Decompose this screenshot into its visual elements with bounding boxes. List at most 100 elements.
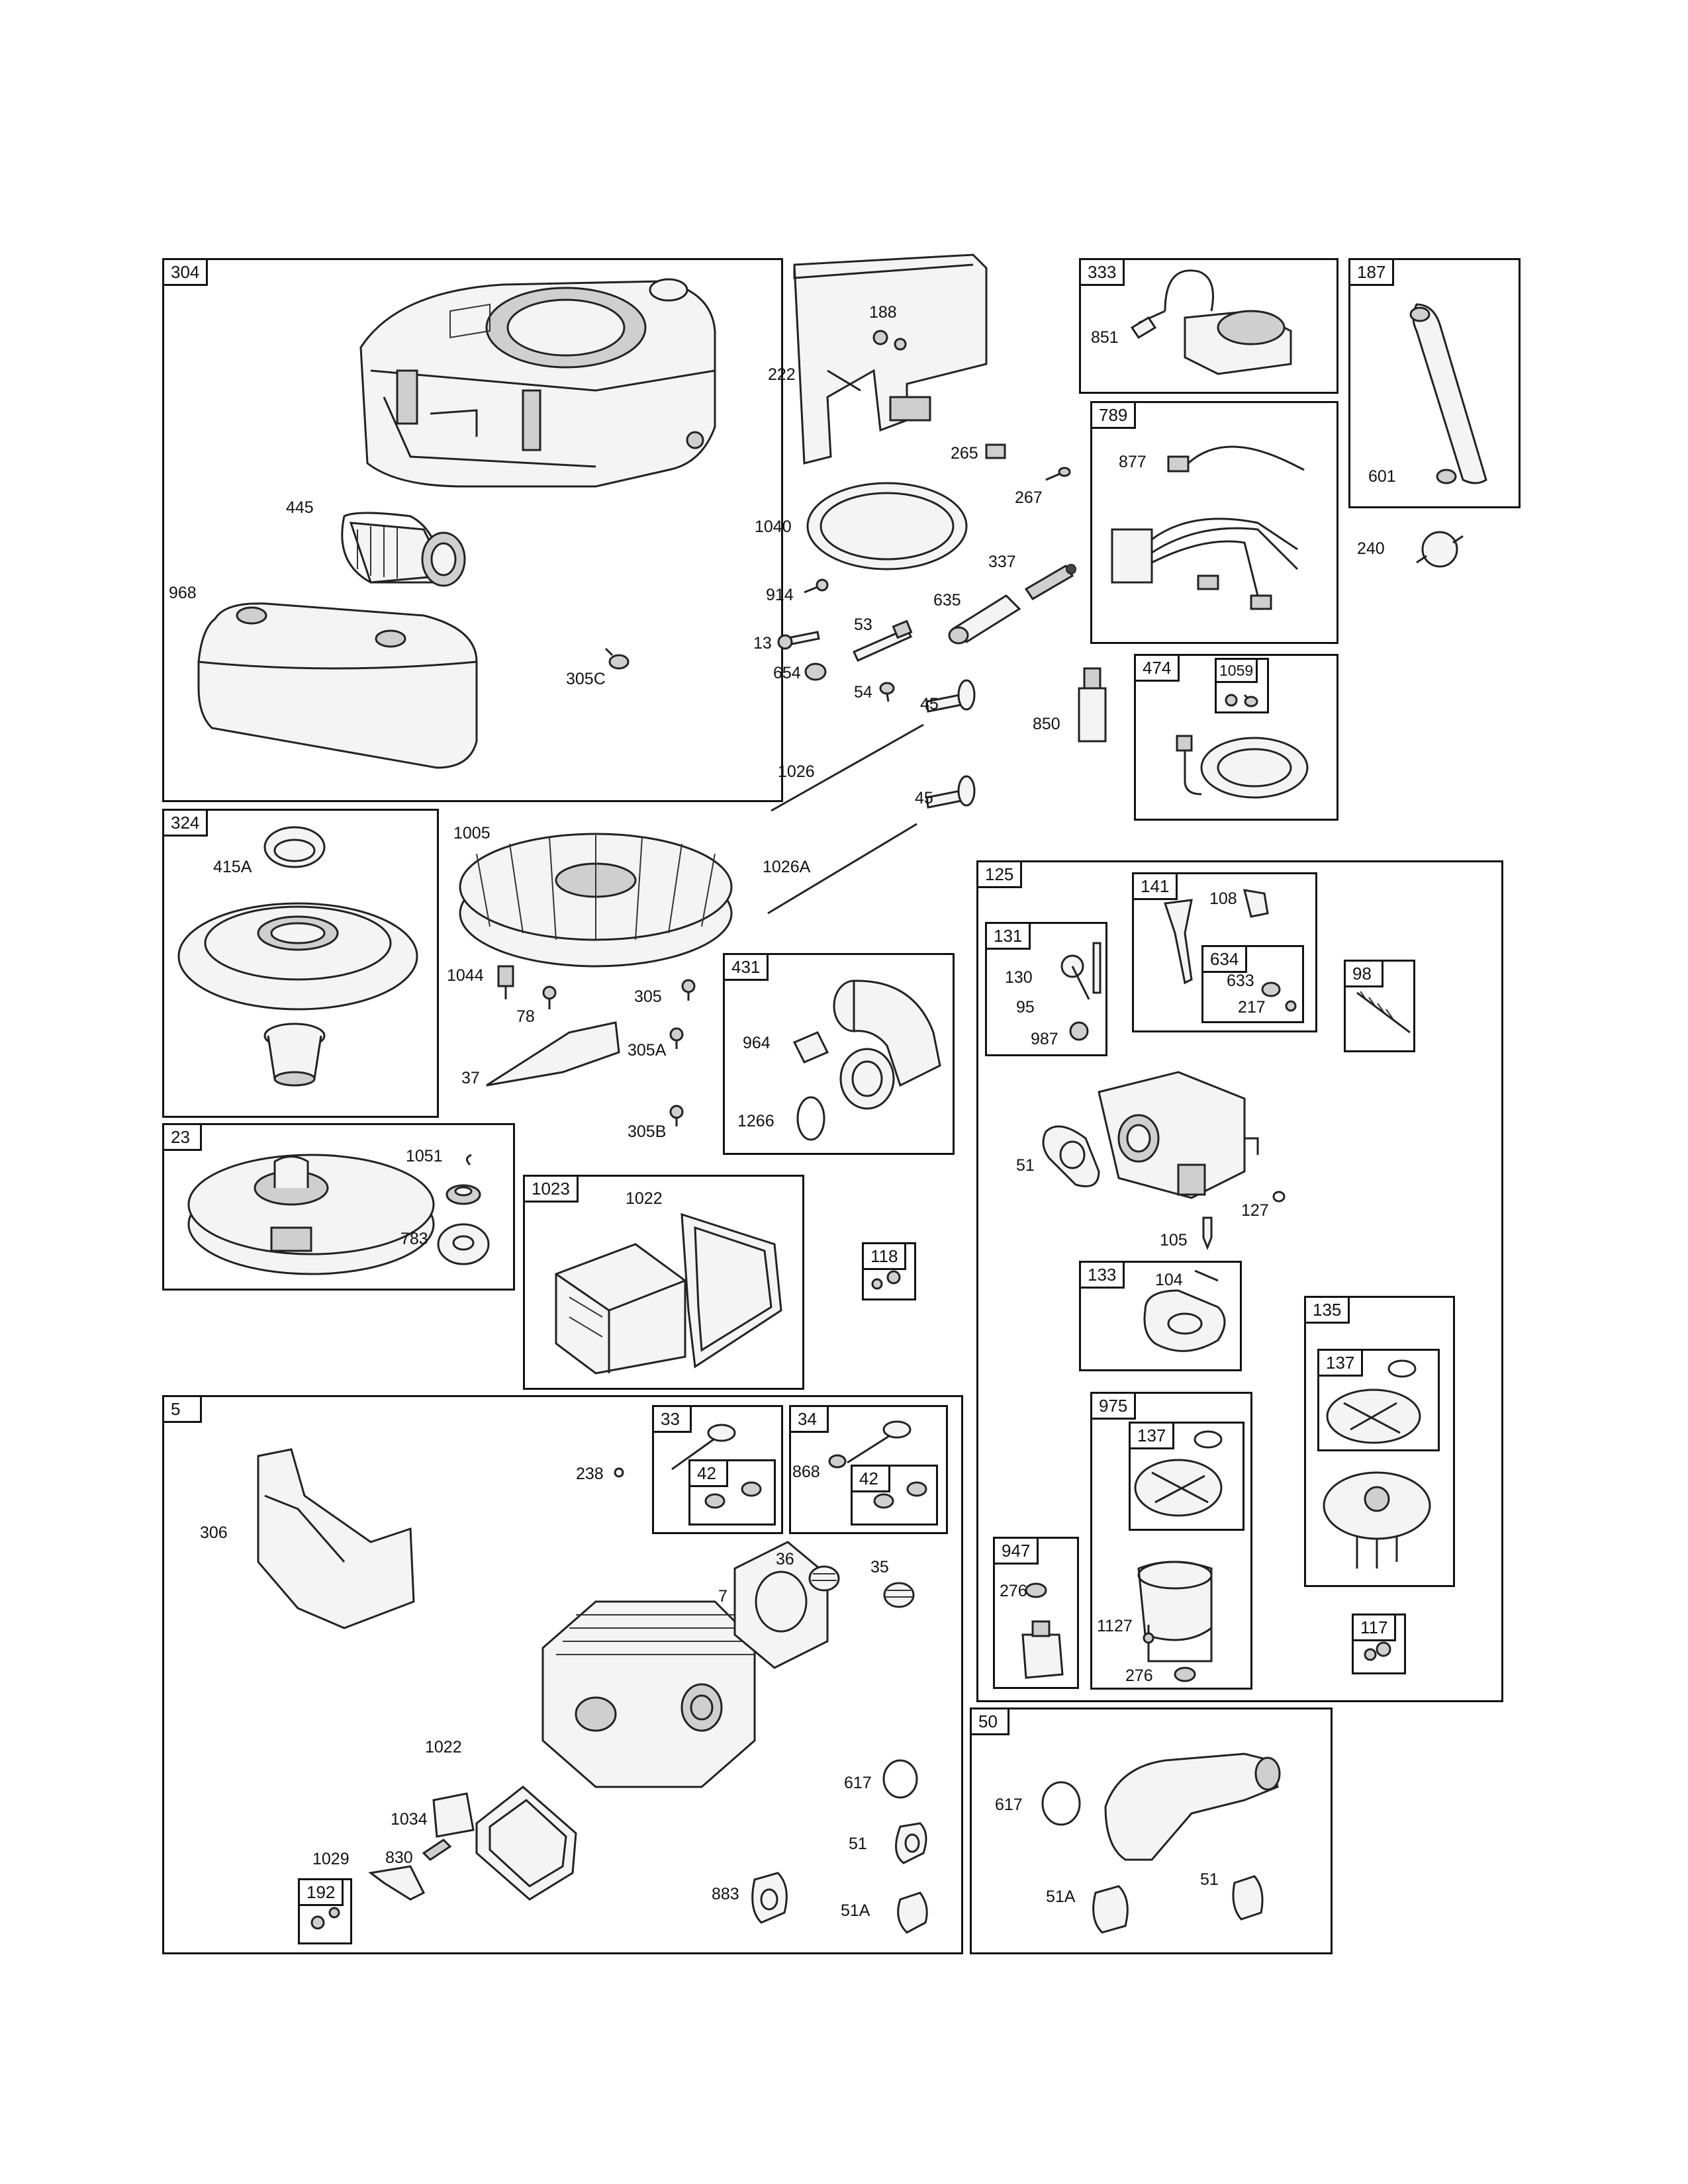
group-box-98: 98	[1344, 960, 1415, 1052]
valve-33-drawing	[671, 1424, 736, 1471]
callout-877: 877	[1119, 453, 1147, 471]
group-tag-117: 117	[1354, 1615, 1397, 1641]
callout-7: 7	[718, 1587, 727, 1606]
callout-337: 337	[988, 553, 1016, 571]
bolt-13-drawing	[777, 631, 820, 650]
gasket-51Aa-drawing	[897, 1891, 928, 1934]
kit-131-drawing	[1060, 942, 1102, 1041]
spring-35-drawing	[883, 1582, 915, 1608]
group-box-135: 135	[1304, 1296, 1455, 1587]
group-tag-50: 50	[972, 1709, 1009, 1735]
group-tag-789: 789	[1092, 403, 1137, 429]
group-tag-187: 187	[1350, 260, 1395, 286]
group-tag-125: 125	[978, 862, 1023, 888]
callout-240: 240	[1357, 539, 1385, 558]
callout-267: 267	[1015, 488, 1043, 507]
callout-54: 54	[854, 683, 872, 702]
callout-1040: 1040	[755, 518, 792, 536]
callout-914: 914	[766, 586, 794, 604]
breather-tube-drawing	[263, 1023, 326, 1087]
callout-108: 108	[1209, 889, 1237, 908]
control-bracket-drawing	[793, 253, 988, 465]
callout-1034: 1034	[391, 1810, 428, 1829]
push-rod-1026-drawing	[771, 723, 924, 812]
gasket-1022-cover-drawing	[680, 1212, 782, 1369]
fuel-line-601-drawing	[1409, 303, 1487, 484]
fuel-filter-240-drawing	[1416, 531, 1464, 568]
head-gasket-7-drawing	[733, 1541, 829, 1669]
group-tag-324: 324	[164, 811, 209, 837]
seal-415A-drawing	[263, 826, 326, 868]
callout-1044: 1044	[447, 966, 484, 985]
callout-883: 883	[712, 1885, 739, 1903]
air-cleaner-base-drawing	[177, 902, 418, 1011]
pump-135-drawing	[1323, 1471, 1431, 1569]
group-box-192: 192	[298, 1878, 352, 1944]
group-box-34: 34	[789, 1405, 948, 1534]
callout-1022-cover: 1022	[626, 1189, 663, 1208]
cylinder-head-drawing	[541, 1600, 756, 1788]
washer-1051-drawing	[445, 1184, 481, 1205]
group-tag-634: 634	[1203, 947, 1248, 973]
tappet-45a-drawing	[925, 679, 976, 713]
gasket-1022-head-drawing	[475, 1786, 577, 1901]
callout-265: 265	[951, 444, 978, 463]
screw-54-drawing	[879, 682, 895, 702]
callout-305A: 305A	[628, 1041, 667, 1060]
callout-1022-head: 1022	[425, 1738, 462, 1756]
callout-105: 105	[1160, 1231, 1188, 1250]
callout-276a: 276	[1000, 1582, 1027, 1600]
callout-654: 654	[773, 664, 801, 682]
callout-238: 238	[576, 1465, 604, 1483]
group-box-634: 634	[1201, 945, 1304, 1023]
callout-851: 851	[1091, 328, 1119, 347]
callout-601: 601	[1368, 467, 1396, 486]
callout-222: 222	[768, 365, 796, 384]
callout-104: 104	[1155, 1271, 1183, 1289]
screw-305C-drawing	[604, 647, 630, 670]
callout-51c: 51	[1200, 1870, 1219, 1889]
flywheel-23-drawing	[187, 1154, 435, 1275]
needle-105-drawing	[1202, 1216, 1213, 1251]
gasket-883-drawing	[751, 1872, 788, 1924]
callout-1005: 1005	[453, 824, 491, 842]
gasket-ring-1040-drawing	[806, 482, 968, 570]
group-box-324: 324	[162, 809, 439, 1118]
float-133-drawing	[1143, 1269, 1226, 1352]
group-tag-34: 34	[791, 1407, 829, 1433]
starter-gear-783-drawing	[437, 1223, 490, 1265]
washer-276b-drawing	[1174, 1666, 1196, 1682]
plug-238-drawing	[614, 1467, 624, 1478]
spark-plug-boot-635-drawing	[948, 594, 1021, 645]
group-box-131: 131	[985, 922, 1107, 1056]
solenoid-947-drawing	[1021, 1582, 1064, 1679]
callout-830: 830	[385, 1848, 413, 1867]
callout-633: 633	[1227, 972, 1254, 990]
group-box-33: 33	[652, 1405, 783, 1534]
group-box-117: 117	[1352, 1614, 1406, 1674]
group-tag-137a: 137	[1319, 1351, 1364, 1377]
flywheel-fan-1005-drawing	[459, 833, 733, 968]
cover-1034-drawing	[432, 1792, 475, 1838]
screw-305-drawing	[681, 979, 696, 1001]
group-tag-192: 192	[300, 1880, 344, 1906]
callout-305C: 305C	[566, 670, 606, 688]
callout-415A: 415A	[213, 858, 252, 876]
callout-1026A: 1026A	[763, 858, 811, 876]
group-box-23: 23	[162, 1123, 515, 1291]
callout-306: 306	[200, 1524, 228, 1542]
callout-78: 78	[516, 1007, 535, 1026]
bowl-975-drawing	[1134, 1430, 1223, 1662]
group-tag-42a: 42	[690, 1461, 728, 1487]
gasket-51-carb-drawing	[1042, 1125, 1100, 1187]
screw-117-drawing	[1364, 1641, 1391, 1661]
group-tag-118: 118	[864, 1244, 907, 1270]
group-box-187: 187	[1348, 258, 1521, 508]
group-box-42a: 42	[688, 1459, 776, 1525]
callout-217: 217	[1238, 998, 1266, 1017]
group-box-141: 141	[1132, 872, 1317, 1032]
valve-cover-drawing	[555, 1243, 686, 1375]
group-tag-947: 947	[995, 1539, 1039, 1565]
tube-964-drawing	[792, 1031, 829, 1064]
